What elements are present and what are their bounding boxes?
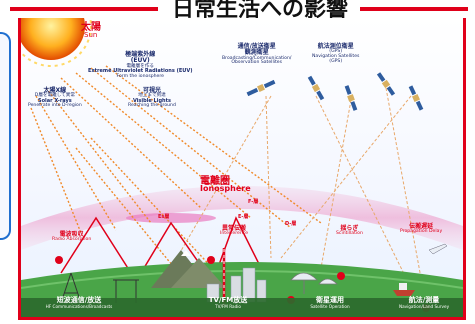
scintillation-label: 揺らぎ Scintillation — [336, 225, 363, 237]
solar-xray-label: 太陽X線 D層を電離して異常 Solar X-rays Penetrate in… — [28, 87, 82, 109]
bottom-label-tv: TV/FM放送 TV/FM Radio — [208, 296, 248, 309]
radio-absorption-label: 電波吸収 Radio Absorption — [52, 231, 92, 243]
space-weather-diagram — [21, 18, 463, 320]
bottom-bar — [21, 298, 463, 320]
es-layer-label: Es層 — [158, 214, 170, 220]
satellite-link-rays — [170, 87, 422, 289]
broadcast-satellite-icon — [246, 79, 276, 97]
gps-satellite-icon-2 — [344, 85, 358, 111]
radio-wave-paths — [60, 216, 262, 274]
title-line-left — [10, 7, 158, 11]
ionosphere-band — [21, 186, 463, 250]
interference-label: 異常伝搬 Interference — [220, 225, 249, 237]
solar-radiation-rays — [30, 65, 322, 234]
broadcast-satellite-label: 通信/放送衛星 観測衛星 Broadcasting/Communication/… — [222, 43, 292, 66]
gps-satellite-label: 航法測位衛星 (GPS) Navigation Satellites (GPS) — [312, 43, 360, 64]
city-buildings-icon — [206, 267, 267, 303]
left-side-panel — [0, 32, 11, 240]
bottom-label-hf: 短波通信/放送 HF Communications/Broadcasts — [45, 296, 113, 309]
ship-icon — [393, 283, 415, 296]
gps-satellite-icon-3 — [376, 72, 396, 96]
ionosphere-label: 電離圏 — [200, 176, 230, 187]
sun-label: 太陽 — [81, 22, 101, 33]
propagation-delay-label: 伝搬遅延 Propagation Delay — [400, 223, 443, 235]
airplane-icon — [428, 243, 448, 255]
euv-label: 極端紫外線 (EUV) 電離層を作る Extreme Ultraviolet R… — [88, 51, 193, 79]
sun-icon — [21, 18, 92, 67]
mountains-icon — [151, 250, 226, 288]
title-bar: 日常生活への影響 — [0, 0, 475, 22]
f-layer-label: F-層 — [248, 199, 259, 205]
page-title: 日常生活への影響 — [171, 0, 348, 22]
es-layer-patch — [126, 213, 216, 223]
d-layer-label: D-層 — [285, 221, 297, 227]
ionosphere-label-en: Ionosphere — [200, 184, 251, 193]
title-line-right — [360, 7, 468, 11]
gps-satellite-icon-4 — [408, 85, 424, 111]
sun-label-en: Sun — [84, 31, 98, 39]
satellite-dish-icon — [290, 272, 338, 294]
gps-satellite-icon-1 — [307, 75, 325, 101]
diagram-frame — [18, 18, 466, 320]
e-layer-label: E-層 — [238, 214, 249, 220]
visible-light-label: 可視光 地上まで到達 Visible Lights Reaching the g… — [128, 87, 176, 109]
bottom-label-navigation: 航法/測量 Navigation/Land Survey — [398, 296, 450, 309]
bottom-label-satellite: 衛星運用 Satellite Operation — [310, 296, 350, 309]
